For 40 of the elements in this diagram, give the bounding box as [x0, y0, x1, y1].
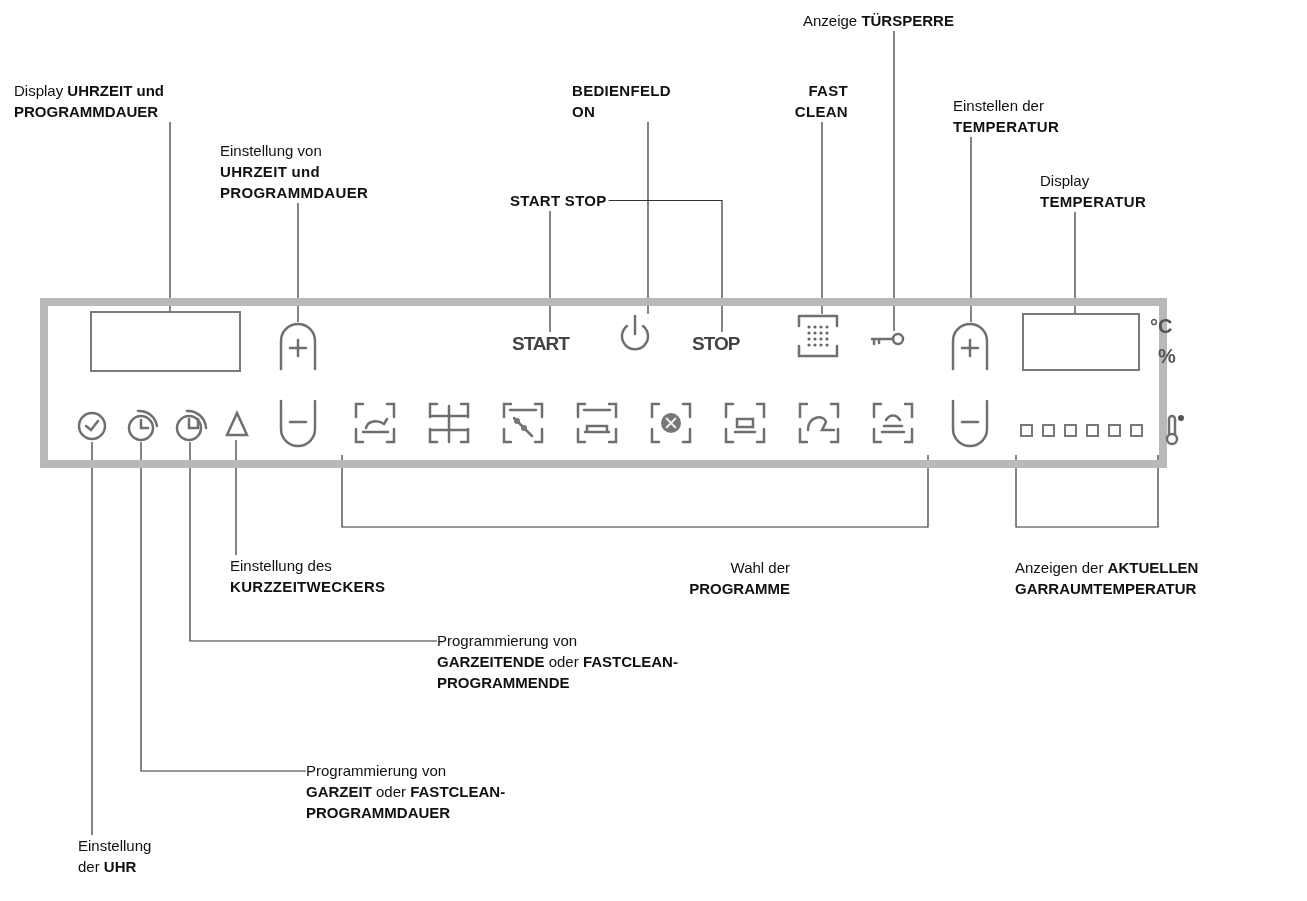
leader-line — [647, 121, 649, 315]
leader-line — [549, 210, 551, 333]
display-screen — [1022, 313, 1140, 371]
unit-label: % — [1158, 344, 1176, 368]
callout-text: TEMPERATUR — [953, 117, 1061, 137]
callout-text: Einstellung — [78, 836, 153, 856]
callout-text: Display UHRZEIT und PROGRAMMDAUER — [14, 80, 264, 122]
leader-line — [189, 441, 438, 642]
unit-label: °C — [1150, 314, 1173, 338]
leader-line — [297, 202, 299, 323]
callout-text: Programmierung von — [306, 761, 448, 781]
callout-text: UHRZEIT und PROGRAMMDAUER — [220, 162, 370, 203]
callout-text: GARZEIT oder FASTCLEAN-PROGRAMMDAUER — [306, 782, 507, 823]
leader-line — [970, 136, 972, 323]
callout-text: START STOP — [510, 190, 740, 211]
callout-text: TEMPERATUR — [1040, 192, 1148, 212]
callout-text: Display — [1040, 171, 1091, 191]
leader-line — [91, 441, 93, 836]
callout-text: Programmierung von — [437, 631, 579, 651]
callout-text: Wahl der PROGRAMME — [688, 558, 790, 599]
leader-line — [608, 199, 723, 333]
button-caption: STOP — [692, 332, 750, 356]
callout-text: FAST CLEAN — [768, 80, 848, 122]
leader-line — [821, 121, 823, 315]
leader-line — [1074, 211, 1076, 314]
callout-text: Anzeigen der AKTUELLEN GARRAUMTEMPERATUR — [1015, 558, 1200, 599]
callout-text: Anzeige TÜRSPERRE — [803, 10, 1063, 31]
leader-line — [169, 121, 171, 312]
callout-text: Einstellung von — [220, 141, 323, 161]
callout-text: KURZZEITWECKERS — [230, 577, 387, 597]
callout-text: BEDIENFELD ON — [572, 80, 687, 122]
leader-line — [235, 439, 237, 556]
callout-text: der UHR — [78, 857, 138, 877]
button-caption: START — [512, 332, 580, 356]
leader-line — [893, 30, 895, 332]
callout-text: Einstellen der — [953, 96, 1045, 116]
leader-line — [140, 441, 307, 772]
display-screen — [90, 311, 241, 372]
callout-text: GARZEITENDE oder FASTCLEAN-PROGRAMMENDE — [437, 652, 679, 693]
callout-text: Einstellung des — [230, 556, 333, 576]
